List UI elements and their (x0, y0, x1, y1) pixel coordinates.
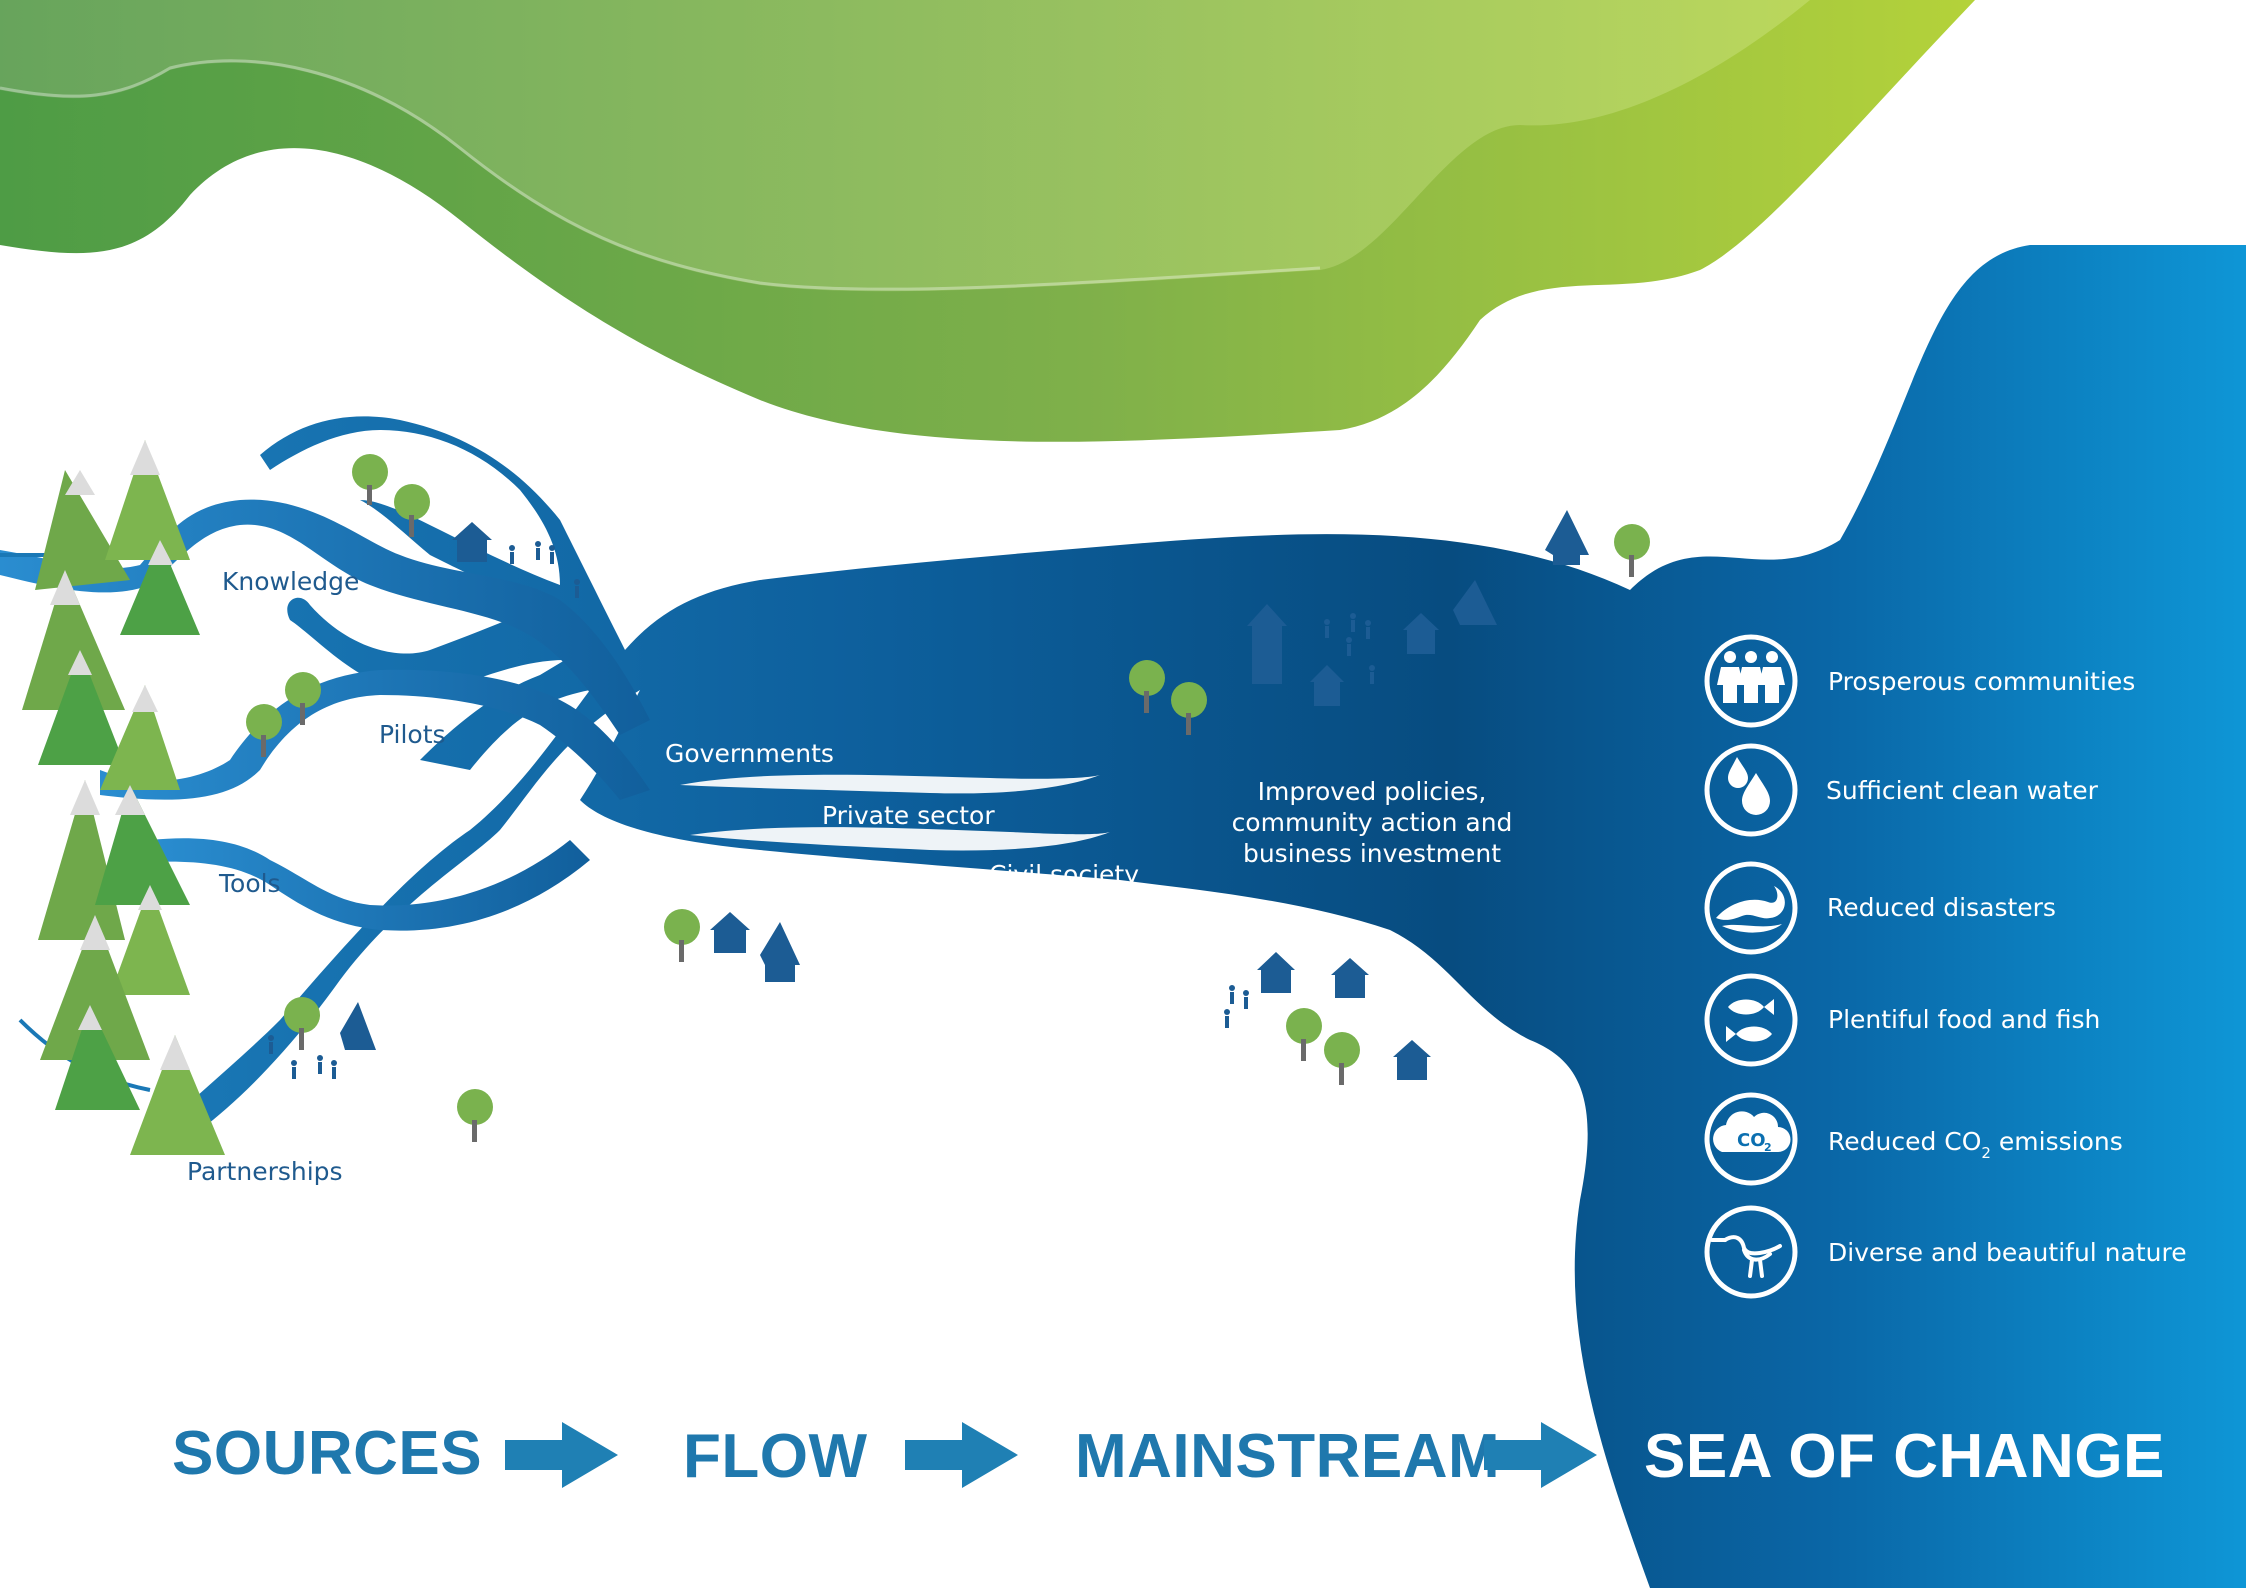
person-icon (1229, 985, 1235, 1004)
mountain-icon (22, 570, 125, 710)
co2-icon-sub: 2 (1764, 1141, 1772, 1154)
house-icon (1393, 1040, 1431, 1080)
mainstream-line-1: Improved policies, (1258, 777, 1487, 806)
house-icon (340, 1002, 376, 1050)
stage-label-sea-of-change: SEA OF CHANGE (1644, 1422, 2165, 1491)
person-icon (509, 545, 515, 564)
mountain-icon (120, 540, 200, 635)
house-icon (710, 912, 750, 953)
person-icon (268, 1035, 274, 1054)
mainstream-description: Improved policies, community action and … (1232, 777, 1513, 868)
tree-icon (1171, 682, 1207, 735)
mainstream-line-2: community action and (1232, 808, 1513, 837)
person-icon (1365, 620, 1371, 639)
outcome-label: Plentiful food and fish (1828, 1005, 2100, 1034)
outcome-label: Reduced disasters (1827, 893, 2056, 922)
tree-icon (664, 909, 700, 962)
arrow-right-icon (505, 1422, 618, 1488)
mountain-icon (110, 885, 190, 995)
outcome-label: Diverse and beautiful nature (1828, 1238, 2187, 1267)
outcome-item: Prosperous communities (1704, 634, 2135, 728)
co2-cloud-icon: CO 2 (1713, 1111, 1791, 1154)
trees (246, 454, 1650, 1142)
arrow-right-icon (1484, 1422, 1597, 1488)
stage-label-sources: SOURCES (172, 1419, 482, 1488)
co2-icon-text: CO (1737, 1130, 1766, 1151)
person-icon (1369, 665, 1375, 684)
tree-icon (284, 997, 320, 1050)
person-icon (549, 545, 555, 564)
mountain-icon (55, 1005, 140, 1110)
person-icon (574, 579, 580, 598)
stage-label-mainstream: MAINSTREAM (1075, 1422, 1500, 1491)
person-icon (1224, 1009, 1230, 1028)
source-label-pilots: Pilots (379, 720, 446, 749)
person-icon (1243, 990, 1249, 1009)
mountain-icon (40, 915, 150, 1060)
tree-icon (1324, 1032, 1360, 1085)
house-icon (1403, 613, 1439, 654)
tree-icon (1286, 1008, 1322, 1061)
house-icon (760, 922, 800, 982)
tree-icon (394, 484, 430, 537)
people (268, 541, 1375, 1079)
house-icon (1247, 604, 1287, 684)
outcome-item: Diverse and beautiful nature (1704, 1205, 2187, 1299)
person-icon (1350, 613, 1356, 632)
outcome-item: Sufficient clean water (1704, 743, 2099, 837)
channel-label-civil-society: Civil society (989, 860, 1139, 889)
wave-icon (1716, 886, 1785, 933)
person-icon (331, 1060, 337, 1079)
tree-icon (285, 672, 321, 725)
arrow-right-icon (905, 1422, 1018, 1488)
outcome-item: CO 2 Reduced CO2 emissions (1704, 1092, 2123, 1186)
source-label-knowledge: Knowledge (222, 567, 359, 596)
tree-icon (1129, 660, 1165, 713)
person-icon (535, 541, 541, 560)
stage-bar: SOURCES FLOW MAINSTREAM SEA OF CHANGE (172, 1419, 2165, 1491)
mainstream-line-3: business investment (1243, 839, 1501, 868)
stage-label-flow: FLOW (683, 1422, 868, 1491)
mountain-icon (105, 440, 190, 560)
green-landmass (0, 0, 1975, 442)
outcome-item: Reduced disasters (1704, 861, 2056, 955)
outcome-label: Sufficient clean water (1826, 776, 2099, 805)
channel-label-private-sector: Private sector (822, 801, 995, 830)
channel-label-governments: Governments (665, 739, 834, 768)
mountain-icon (100, 685, 180, 790)
mountains (22, 440, 225, 1155)
house-icon (1545, 510, 1589, 565)
mountain-icon (95, 785, 190, 905)
person-icon (1324, 619, 1330, 638)
tree-icon (246, 704, 282, 757)
outcome-label: Reduced CO2 emissions (1828, 1127, 2123, 1162)
house-icon (1331, 958, 1369, 998)
person-icon (291, 1060, 297, 1079)
mountain-icon (38, 650, 125, 765)
heron-icon (1710, 1235, 1782, 1278)
person-icon (317, 1055, 323, 1074)
houses (340, 510, 1589, 1080)
tree-icon (352, 454, 388, 505)
water-drops-icon (1728, 757, 1770, 815)
tree-icon (457, 1089, 493, 1142)
house-icon (1453, 580, 1497, 625)
house-icon (1310, 665, 1344, 706)
tree-icon (1614, 524, 1650, 577)
source-label-partnerships: Partnerships (187, 1157, 343, 1186)
outcomes-list: Prosperous communities Sufficient clean … (1704, 634, 2187, 1299)
fish-icon (1726, 999, 1774, 1042)
people-icon (1717, 651, 1785, 703)
outcome-label: Prosperous communities (1828, 667, 2135, 696)
mountain-icon (130, 1035, 225, 1155)
person-icon (1346, 637, 1352, 656)
outcome-item: Plentiful food and fish (1704, 973, 2100, 1067)
house-icon (1257, 952, 1295, 993)
source-label-tools: Tools (218, 869, 281, 898)
house-icon (452, 522, 492, 562)
flow-streaks (680, 774, 1110, 851)
